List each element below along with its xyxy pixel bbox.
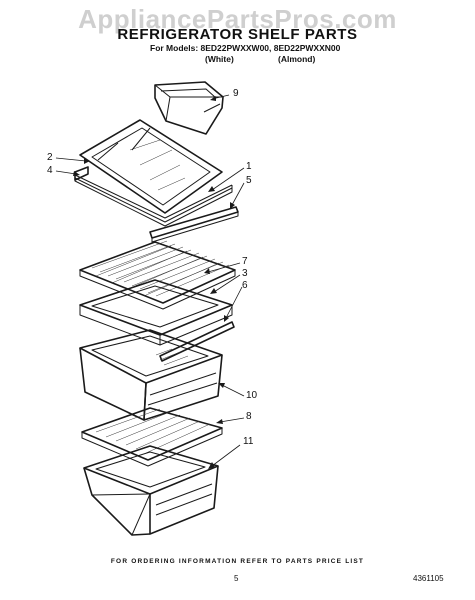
callout-10: 10 xyxy=(246,390,258,401)
ordering-note: FOR ORDERING INFORMATION REFER TO PARTS … xyxy=(110,558,365,565)
callout-6: 6 xyxy=(242,280,248,291)
callout-4: 4 xyxy=(47,165,53,176)
leader-2 xyxy=(55,157,90,164)
leader-11 xyxy=(208,444,241,469)
part-1-glass-shelf xyxy=(74,119,233,227)
leader-4 xyxy=(55,170,80,176)
model-list: For Models: 8ED22PWXXW00, 8ED22PWXXN00 xyxy=(150,43,341,53)
callout-5: 5 xyxy=(246,175,252,186)
part-10-crisper-drawer xyxy=(79,329,223,421)
part-8-lower-cover xyxy=(81,407,223,467)
leader-8 xyxy=(216,417,245,424)
callout-3: 3 xyxy=(242,268,248,279)
part-5-shelf-trim xyxy=(149,206,239,243)
leader-3 xyxy=(210,274,241,294)
document-number: 4361105 xyxy=(413,574,444,583)
callout-7: 7 xyxy=(242,256,248,267)
variant-white-label: (White) xyxy=(205,54,234,64)
part-6-cover-trim xyxy=(159,321,235,362)
leader-1 xyxy=(208,167,245,192)
page-number: 5 xyxy=(234,574,239,583)
leader-7 xyxy=(204,262,241,274)
callout-11: 11 xyxy=(243,436,254,447)
callout-1: 1 xyxy=(246,161,252,172)
part-11-lower-drawer xyxy=(83,445,219,536)
leader-5 xyxy=(230,182,245,209)
callout-9: 9 xyxy=(233,88,239,99)
part-9-bin xyxy=(154,81,224,135)
leader-9 xyxy=(210,94,230,101)
leader-10 xyxy=(218,383,245,397)
leader-6 xyxy=(224,286,243,322)
part-3-cover-frame xyxy=(79,279,233,346)
page-title: REFRIGERATOR SHELF PARTS xyxy=(117,26,358,43)
part-2-4-side-rails xyxy=(74,166,89,181)
variant-almond-label: (Almond) xyxy=(278,54,316,64)
callout-2: 2 xyxy=(47,152,53,163)
callout-8: 8 xyxy=(246,411,252,422)
watermark-logo: AppliancePartsPros.com xyxy=(78,4,397,34)
